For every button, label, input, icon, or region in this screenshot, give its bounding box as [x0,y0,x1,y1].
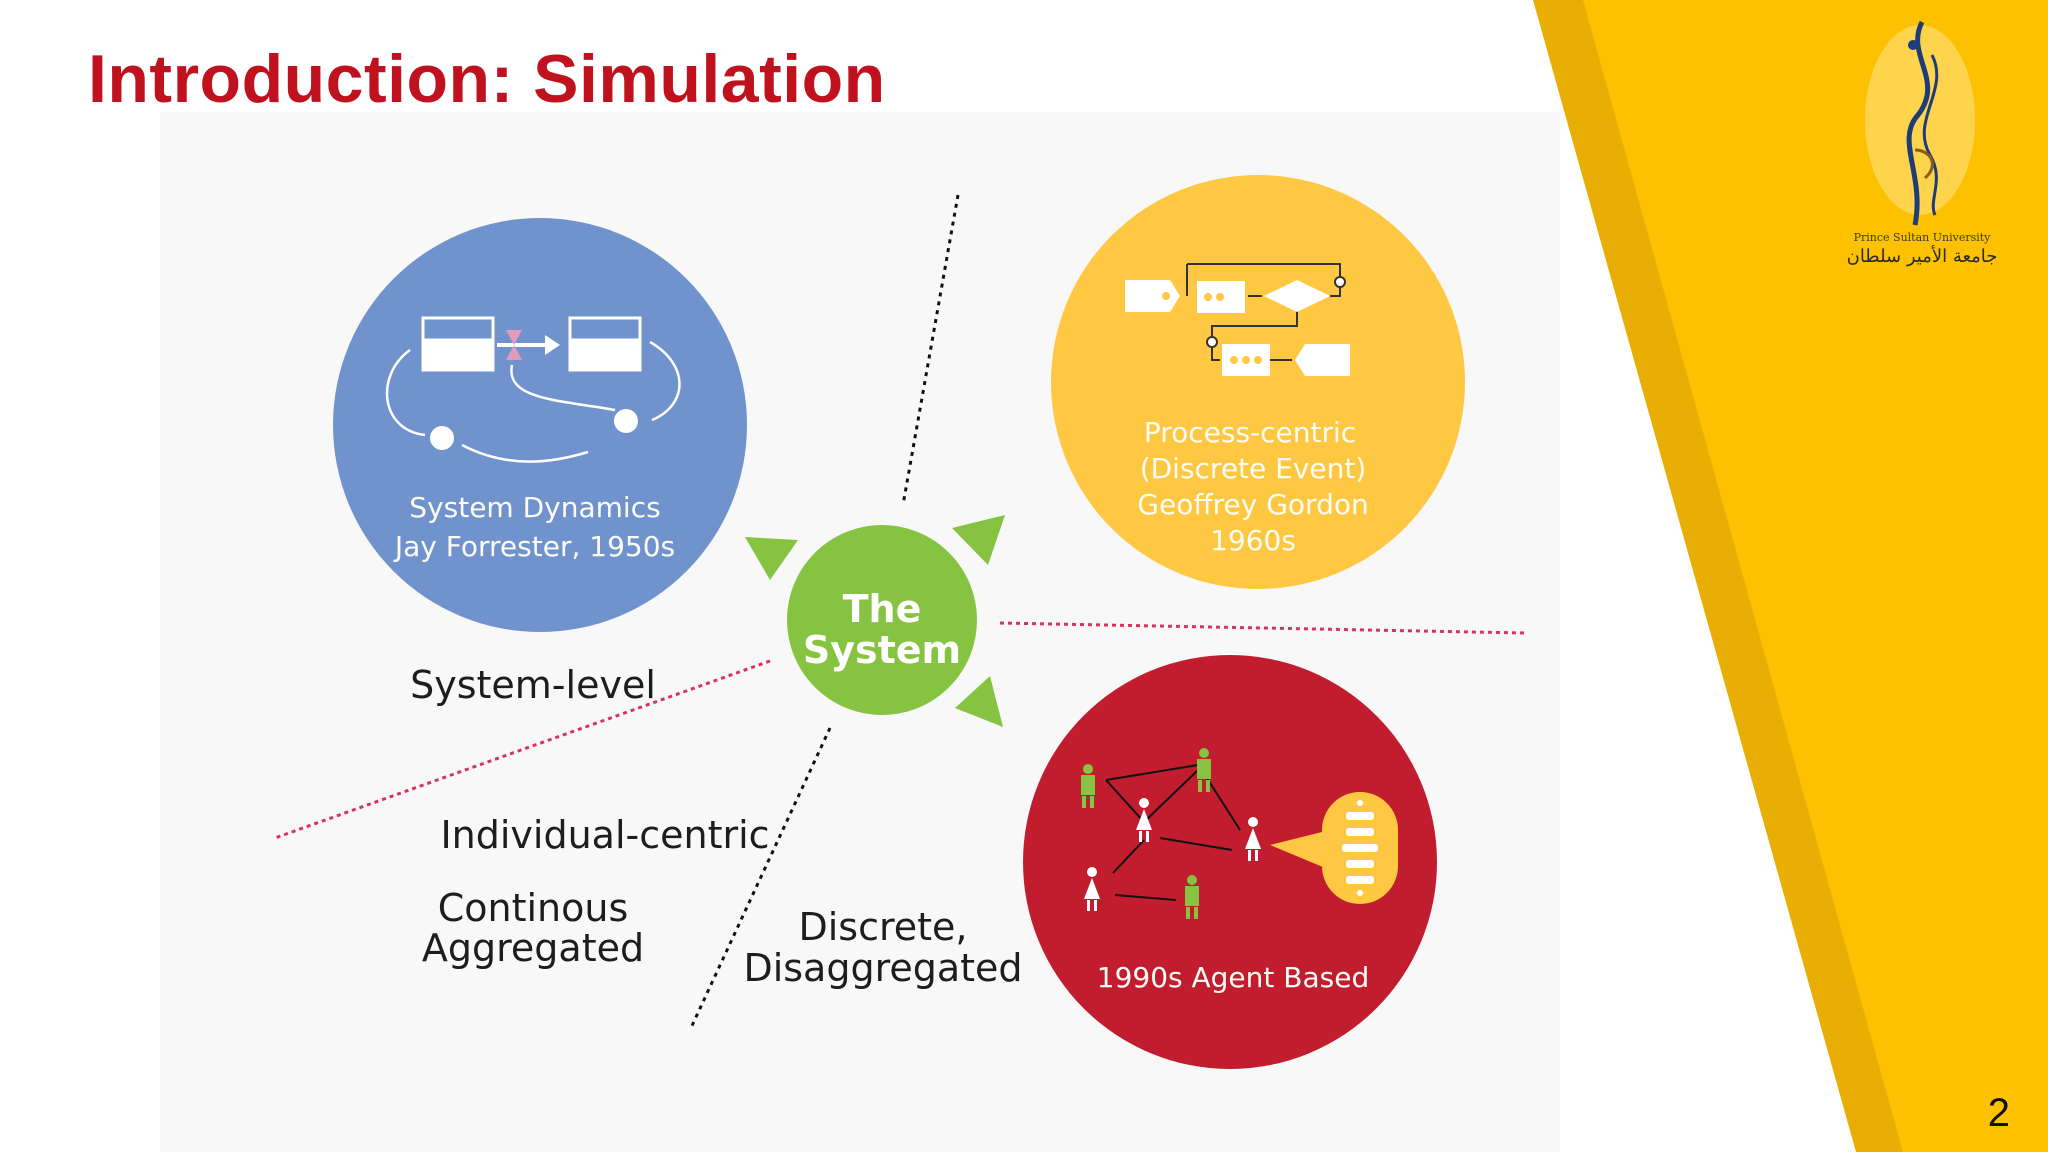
the-system-circle: The System [787,525,977,715]
arrow-to-system-dynamics [745,537,798,580]
arrow-to-agent-based [955,676,1003,727]
center-label-line2: System [803,628,961,672]
discrete-event-label-line2: (Discrete Event) [1140,452,1367,485]
label-continuous-line2: Aggregated [422,926,644,970]
process-flowchart-icon [1125,263,1350,376]
discrete-event-circle: Process-centric (Discrete Event) Geoffre… [1051,175,1465,589]
divider-black-bottom [688,727,832,1031]
label-individual-centric: Individual-centric [440,813,769,857]
label-discrete-line2: Disaggregated [743,946,1022,990]
center-label-line1: The [843,587,922,631]
banner-light-stripe [1583,0,2048,1152]
logo-arabic-text: جامعة الأمير سلطان [1847,244,1998,267]
divider-black-top [901,194,960,506]
discrete-event-label-line1: Process-centric [1144,416,1356,449]
agent-based-label: 1990s Agent Based [1097,961,1369,994]
stock-flow-icon [385,316,681,463]
page-number: 2 [1987,1091,2010,1135]
agent-network-icon [1081,748,1398,919]
logo-english-text: Prince Sultan University [1854,231,1992,244]
slide-title: Introduction: Simulation [88,41,886,117]
system-dynamics-label-line2: Jay Forrester, 1950s [393,530,675,563]
agent-based-circle: 1990s Agent Based [1023,655,1437,1069]
label-discrete-line1: Discrete, [798,905,967,949]
label-system-level: System-level [410,663,656,707]
system-dynamics-label-line1: System Dynamics [409,491,660,524]
discrete-event-label-line4: 1960s [1210,524,1296,557]
system-dynamics-circle: System Dynamics Jay Forrester, 1950s [333,218,747,632]
label-continuous-line1: Continous [438,886,629,930]
university-logo: Prince Sultan University جامعة الأمير سل… [1847,20,1998,267]
discrete-event-label-line3: Geoffrey Gordon [1137,488,1368,521]
arrow-to-discrete-event [952,515,1005,565]
